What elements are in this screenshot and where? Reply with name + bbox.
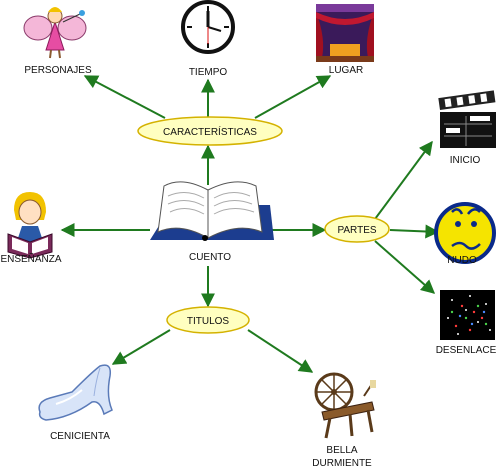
partes-label: PARTES bbox=[337, 225, 376, 236]
reading-child-icon bbox=[7, 192, 53, 259]
arrow-partes-inicio bbox=[374, 140, 433, 220]
connectors bbox=[60, 75, 440, 373]
ensenanza-label: ENSEÑANZA bbox=[0, 254, 62, 265]
open-book-icon bbox=[150, 181, 274, 241]
cenicienta-label: CENICIENTA bbox=[50, 431, 110, 442]
fireworks-icon bbox=[440, 290, 495, 340]
arrow-titulos-cenicienta bbox=[111, 329, 171, 365]
personajes-label: PERSONAJES bbox=[24, 65, 92, 76]
bella-label: BELLA bbox=[326, 445, 358, 456]
partes-node: PARTES bbox=[324, 215, 390, 243]
center-label: CUENTO bbox=[188, 252, 232, 263]
theater-stage-icon bbox=[316, 4, 374, 62]
spinning-wheel-icon bbox=[314, 372, 376, 439]
glass-slipper-icon bbox=[38, 364, 113, 421]
desenlace-label: DESENLACE bbox=[435, 345, 497, 356]
arrow-partes-desenlace bbox=[374, 240, 436, 294]
lugar-label: LUGAR bbox=[328, 65, 364, 76]
caracteristicas-label: CARACTERÍSTICAS bbox=[163, 125, 257, 138]
arrow-titulos-bella bbox=[247, 329, 314, 373]
titulos-label: TITULOS bbox=[187, 316, 230, 327]
caracteristicas-node: CARACTERÍSTICAS bbox=[137, 116, 283, 146]
clapperboard-icon bbox=[438, 90, 496, 148]
arrow-caracteristicas-personajes bbox=[83, 75, 166, 119]
fairy-icon bbox=[23, 7, 87, 59]
nudo-label: NUDO bbox=[447, 255, 477, 266]
inicio-label: INICIO bbox=[449, 155, 481, 166]
durmiente-label: DURMIENTE bbox=[312, 458, 372, 469]
clock-icon bbox=[181, 0, 235, 54]
tiempo-label: TIEMPO bbox=[188, 67, 228, 78]
arrow-caracteristicas-lugar bbox=[254, 75, 332, 119]
titulos-node: TITULOS bbox=[166, 306, 250, 334]
arrow-partes-nudo bbox=[389, 224, 440, 239]
worried-face-icon bbox=[434, 202, 496, 264]
